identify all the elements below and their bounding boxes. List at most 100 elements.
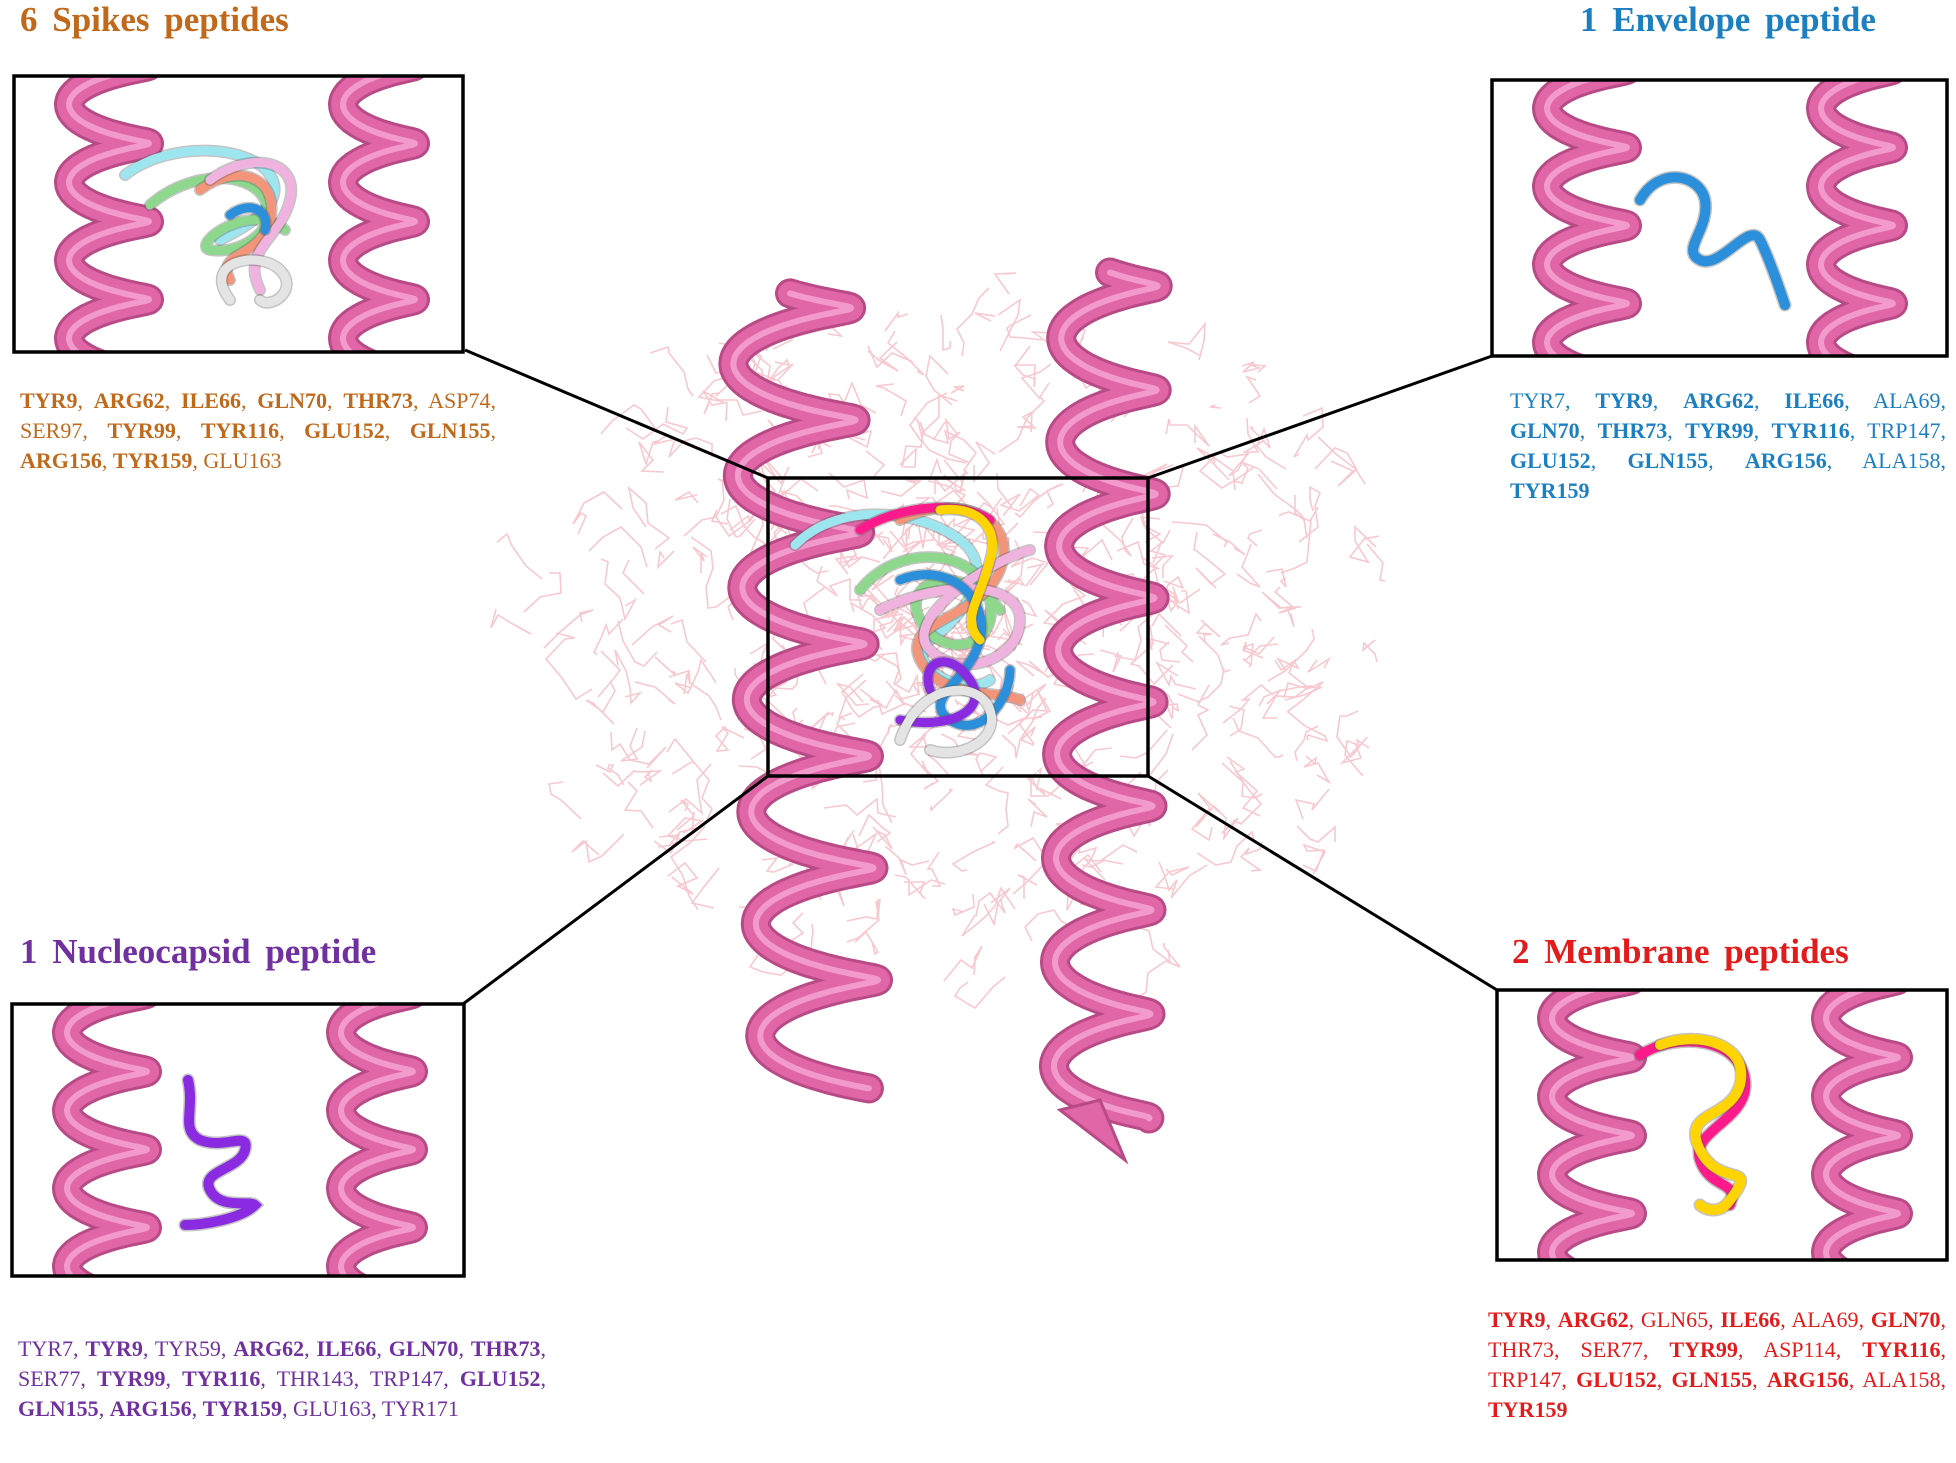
- residue-label: THR73: [1597, 418, 1668, 443]
- central-peptide-bundle: [789, 501, 1036, 759]
- sidechain-stick: [997, 298, 1022, 352]
- sidechain-stick: [1191, 684, 1210, 751]
- sidechain-stick: [1162, 586, 1201, 613]
- sidechain-stick: [1241, 361, 1267, 373]
- residue-label: TYR99: [1685, 418, 1754, 443]
- sidechain-stick: [1165, 418, 1210, 447]
- sidechain-stick: [1015, 660, 1044, 677]
- sidechain-stick: [1366, 543, 1386, 582]
- connector-lines: [462, 348, 1498, 1006]
- sidechain-stick: [1177, 667, 1225, 703]
- sidechain-stick: [1001, 697, 1047, 759]
- sidechain-stick: [1128, 923, 1172, 964]
- sidechain-stick: [623, 781, 654, 829]
- sidechain-stick: [1339, 738, 1370, 765]
- residue-label: ALA158: [1862, 1367, 1941, 1392]
- sidechain-stick: [823, 797, 897, 818]
- residue-label: TYR99: [107, 418, 176, 443]
- residue-label: TYR9: [1595, 388, 1653, 413]
- residue-label: TYR171: [381, 1396, 459, 1421]
- sidechain-stick: [1025, 563, 1045, 587]
- sidechain-stick: [1220, 451, 1251, 477]
- residue-label: ARG156: [1766, 1367, 1849, 1392]
- sidechain-stick: [649, 345, 694, 397]
- residue-label: ASP114: [1763, 1337, 1836, 1362]
- sidechain-stick: [951, 893, 975, 917]
- residue-label: GLU152: [1510, 448, 1591, 473]
- residue-label: GLU163: [293, 1396, 372, 1421]
- sidechain-stick: [1151, 612, 1182, 637]
- sidechain-stick: [1265, 568, 1287, 588]
- sidechain-stick: [961, 886, 1016, 937]
- sidechain-stick: [801, 561, 829, 574]
- sidechain-stick: [1024, 909, 1076, 942]
- sidechain-stick: [669, 825, 706, 911]
- sidechain-stick: [1274, 657, 1300, 672]
- central-peptide-tube: [895, 685, 997, 758]
- sidechain-stick: [930, 675, 956, 722]
- sidechain-stick: [585, 680, 616, 725]
- sidechain-stick: [953, 976, 1006, 1010]
- sidechain-stick: [692, 546, 708, 573]
- central-zoom-box: [766, 476, 1150, 778]
- sidechain-stick: [1198, 635, 1231, 674]
- sidechain-stick: [595, 764, 625, 786]
- sidechain-stick: [956, 287, 990, 357]
- sidechain-stick: [950, 385, 965, 394]
- sidechain-stick: [869, 688, 906, 716]
- residue-label: ARG62: [93, 388, 165, 413]
- central-peptide-tube: [935, 504, 998, 645]
- sidechain-stick: [867, 341, 899, 372]
- sidechain-stick: [1209, 404, 1222, 409]
- sidechain-stick: [1193, 531, 1227, 589]
- sidechain-stick: [1220, 612, 1262, 646]
- spikes-title: 6 Spikes peptides: [20, 0, 289, 39]
- sidechain-stick: [1280, 518, 1312, 574]
- sidechain-stick: [834, 555, 859, 575]
- sidechain-stick: [1273, 586, 1297, 614]
- sidechain-stick: [996, 472, 1013, 508]
- sidechain-stick: [889, 525, 912, 554]
- sidechain-stick: [1195, 804, 1239, 841]
- sidechain-stick: [953, 698, 981, 741]
- sidechain-stick: [610, 731, 667, 769]
- sidechain-stick: [622, 559, 645, 595]
- central-peptide-tube: [875, 545, 1035, 669]
- sidechain-stick: [847, 429, 873, 449]
- sidechain-stick: [940, 314, 951, 352]
- sidechain-stick: [1196, 830, 1255, 866]
- sidechain-stick: [627, 485, 671, 550]
- sidechain-stick: [973, 441, 996, 484]
- sidechain-stick: [943, 945, 983, 982]
- residue-label: SER97: [20, 418, 83, 443]
- inset-spikes: [12, 74, 465, 354]
- sidechain-stick: [1100, 517, 1134, 557]
- residue-label: GLN155: [409, 418, 491, 443]
- residue-label: TYR159: [112, 448, 193, 473]
- sidechain-stick: [668, 763, 712, 816]
- sidechain-stick: [1261, 591, 1302, 628]
- sidechain-stick: [1149, 540, 1167, 589]
- sidechain-stick: [894, 874, 946, 897]
- sidechain-stick: [1010, 551, 1050, 586]
- residue-label: GLN70: [388, 1336, 459, 1361]
- sidechain-stick: [925, 354, 953, 406]
- residue-label: TYR116: [1771, 418, 1850, 443]
- sidechain-stick: [1100, 844, 1138, 865]
- inset-helix-right: [1811, 990, 1913, 1260]
- sidechain-stick: [667, 861, 699, 895]
- nucleocapsid-residue-list: TYR7, TYR9, TYR59, ARG62, ILE66, GLN70, …: [18, 1336, 547, 1421]
- sidechain-stick: [1228, 705, 1245, 737]
- sidechain-stick: [1221, 762, 1263, 799]
- sidechain-stick: [867, 533, 893, 553]
- sidechain-stick: [1019, 726, 1036, 746]
- residue-label: SER77: [1580, 1337, 1643, 1362]
- residue-label: ARG62: [233, 1336, 305, 1361]
- sidechain-stick: [1195, 619, 1221, 644]
- residue-label: GLN70: [1870, 1307, 1941, 1332]
- sidechain-stick: [909, 392, 948, 442]
- sidechain-stick: [666, 737, 695, 775]
- nucleocapsid-peptide-tube: [180, 1075, 263, 1230]
- sidechain-stick: [676, 799, 696, 831]
- residue-label: TYR59: [154, 1336, 221, 1361]
